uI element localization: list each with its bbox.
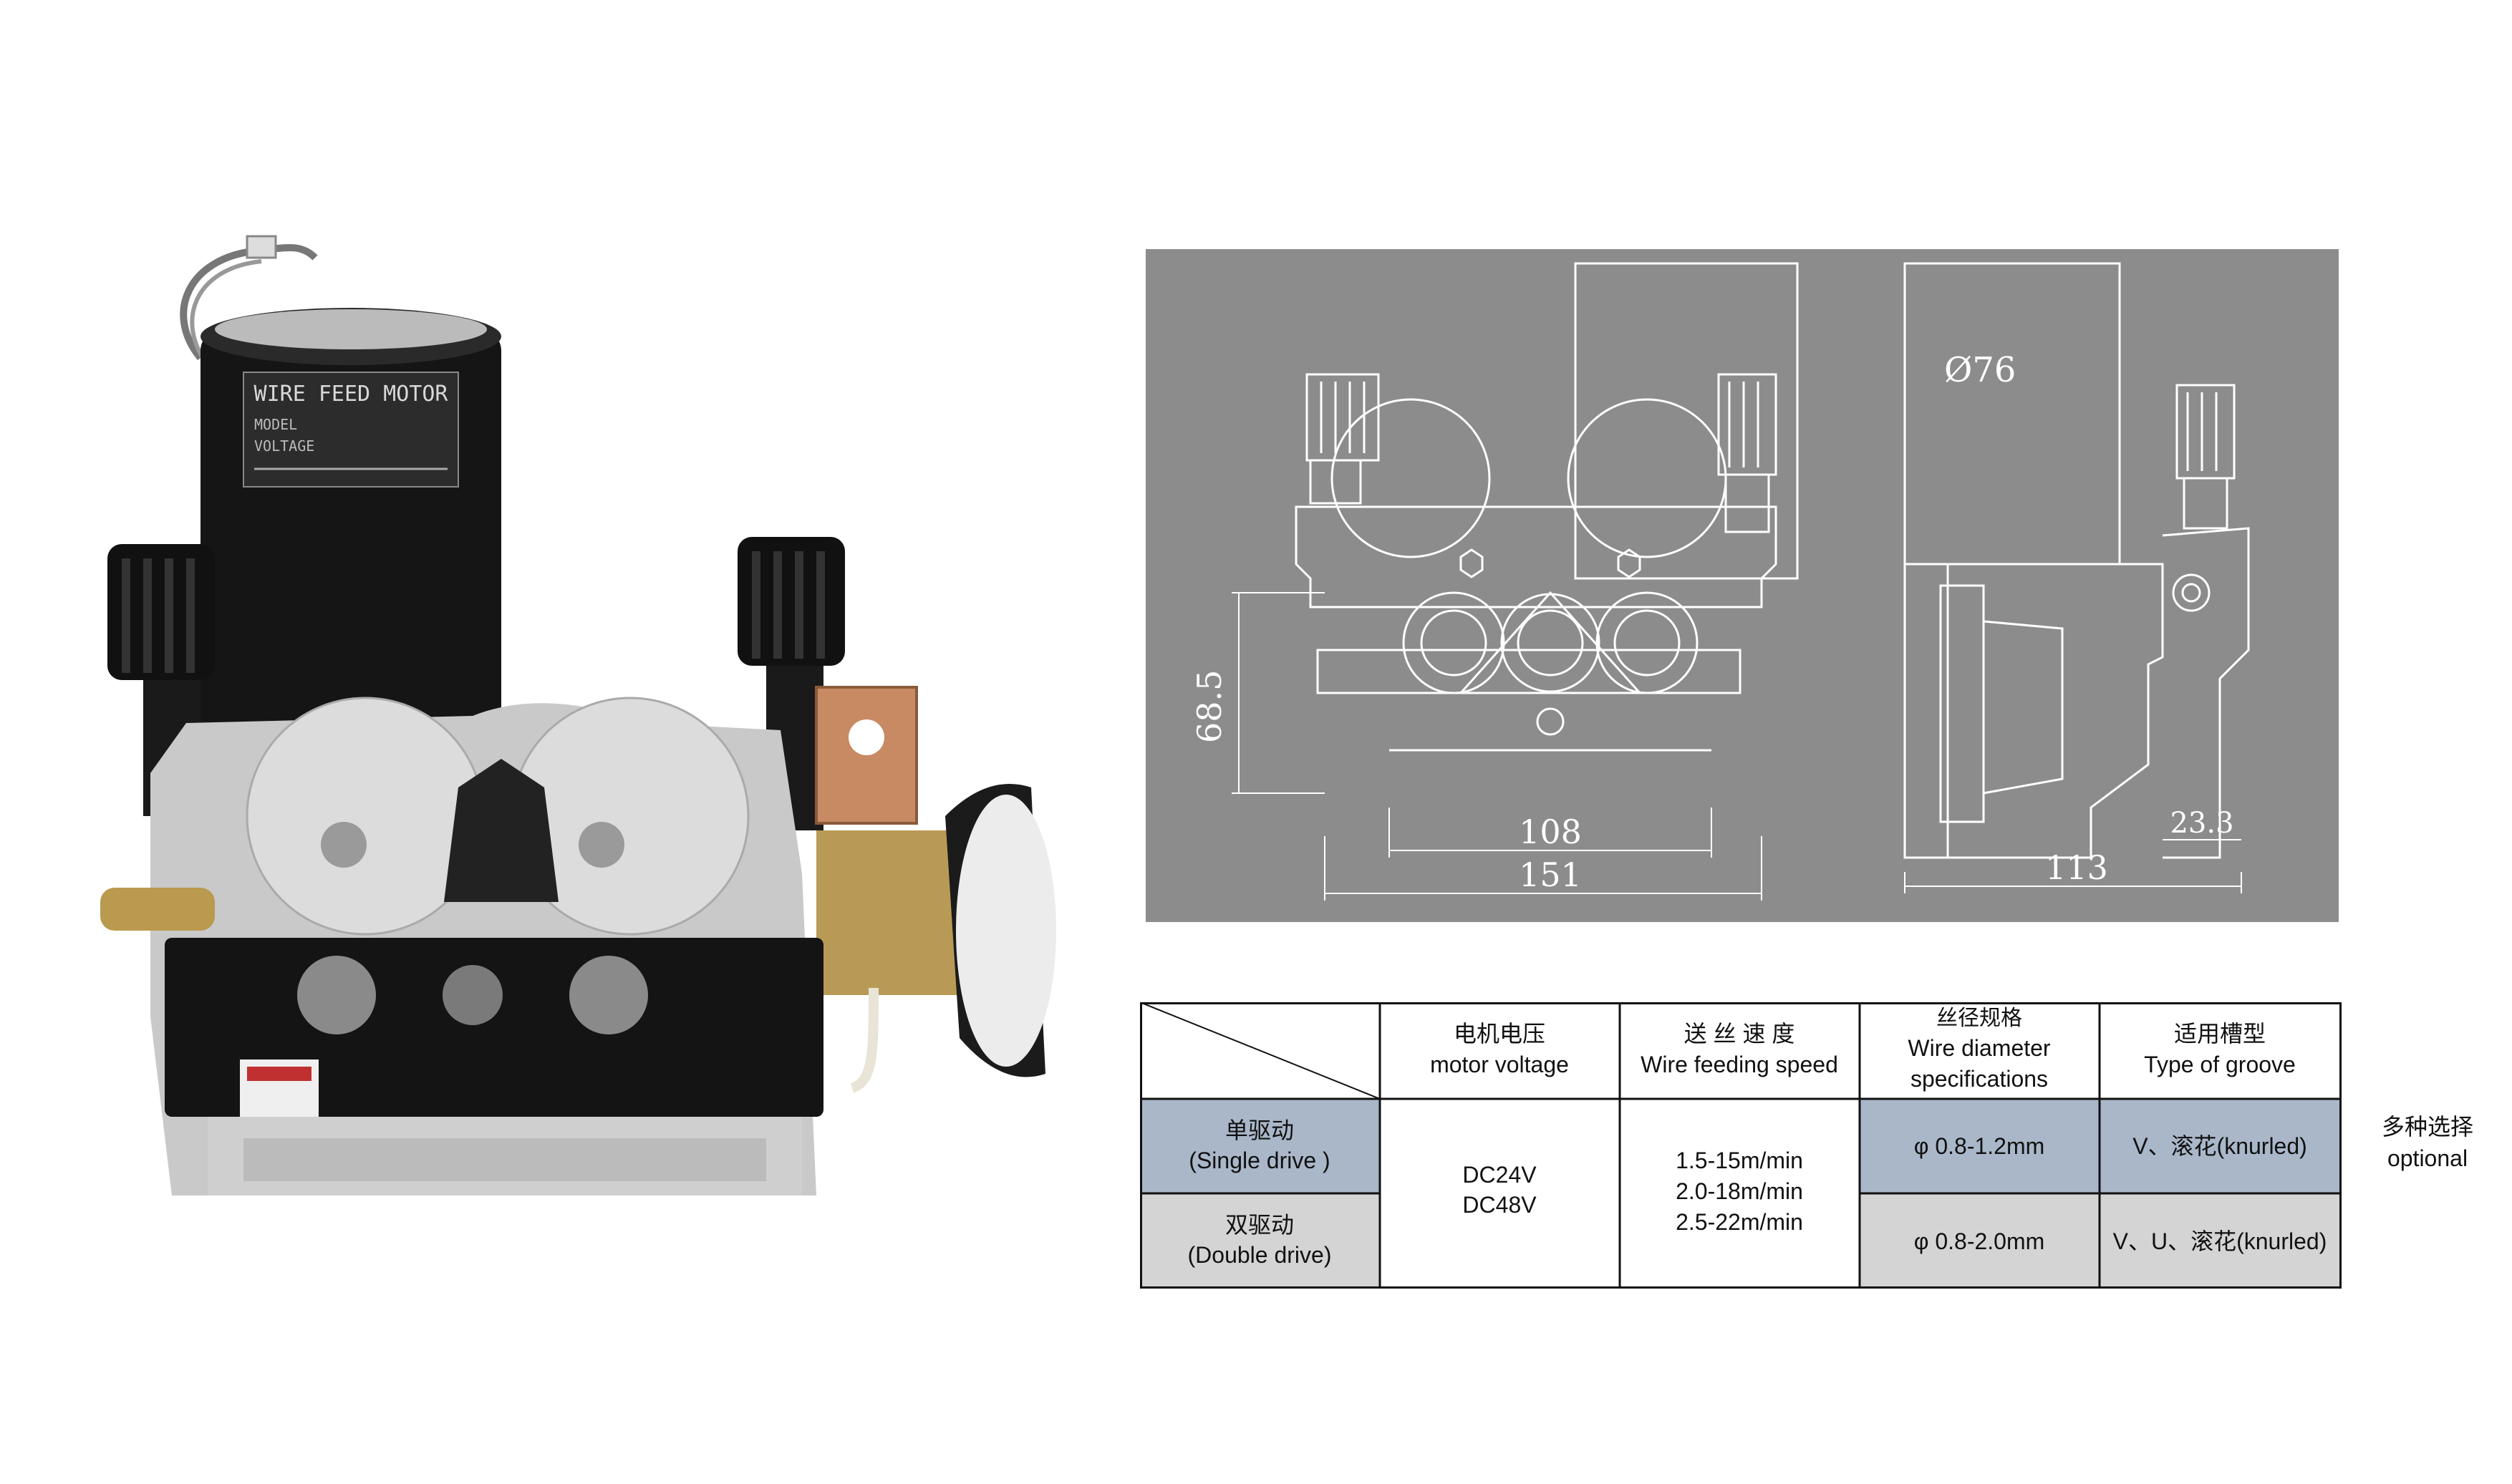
header-voltage-en: motor voltage (1430, 1052, 1569, 1077)
voltage-value: DC24V (1462, 1162, 1537, 1188)
header-voltage-cn: 电机电压 (1454, 1021, 1545, 1047)
double-drive-label-cell (1140, 1193, 1380, 1289)
single-diameter: φ 0.8-1.2mm (1914, 1133, 2045, 1159)
dim-diameter-label: Ø76 (1944, 350, 2016, 390)
dim-depth-label: 113 (2045, 848, 2108, 887)
spec-table: 电机电压 motor voltage 送 丝 速 度 Wire feeding … (1140, 1002, 2342, 1289)
single-drive-label-cell (1140, 1099, 1380, 1193)
outlet-block (816, 830, 960, 995)
speed-value: 2.5-22m/min (1676, 1209, 1803, 1235)
dim-offset-label: 23.3 (2170, 807, 2233, 840)
row-single-cn: 单驱动 (1225, 1117, 1294, 1143)
optional-note-cn: 多种选择 (2381, 1114, 2473, 1140)
dim-outer-width-label: 151 (1519, 855, 1582, 894)
header-groove-cn: 适用槽型 (2174, 1021, 2266, 1047)
motor-label-model: MODEL (254, 416, 297, 433)
inlet-guide (100, 888, 215, 931)
dim-inner-width-label: 108 (1519, 813, 1582, 851)
double-groove: V、U、滚花(knurled) (2113, 1228, 2327, 1254)
single-groove: V、滚花(knurled) (2132, 1133, 2307, 1159)
optional-note-en: optional (2387, 1145, 2468, 1171)
row-double-en: (Double drive) (1188, 1242, 1332, 1268)
motor-label-voltage: VOLTAGE (254, 437, 314, 455)
header-speed-cn: 送 丝 速 度 (1684, 1021, 1795, 1047)
dim-height-label: 68.5 (1190, 670, 1229, 743)
front-cover (165, 938, 823, 1138)
optional-note: 多种选择 optional (2356, 1111, 2499, 1174)
header-diameter-en2: specifications (1910, 1066, 2048, 1092)
left-tension-knob (107, 544, 215, 816)
row-single-en: (Single drive ) (1189, 1148, 1330, 1173)
dimension-drawing: Ø76 68.5 108 151 113 23.3 (1146, 249, 2339, 922)
header-diameter-en: Wire diameter (1908, 1035, 2051, 1061)
double-diameter: φ 0.8-2.0mm (1914, 1228, 2045, 1254)
speed-value: 2.0-18m/min (1676, 1178, 1803, 1204)
voltage-value: DC48V (1462, 1192, 1537, 1218)
header-groove-en: Type of groove (2144, 1052, 2296, 1077)
product-photo: WIRE FEED MOTOR MODEL VOLTAGE (100, 235, 1056, 1196)
speed-value: 1.5-15m/min (1676, 1148, 1803, 1173)
header-speed-en: Wire feeding speed (1641, 1052, 1838, 1077)
motor-label-title: WIRE FEED MOTOR (254, 382, 449, 407)
header-diameter-cn: 丝径规格 (1936, 1007, 2022, 1030)
motor-label: WIRE FEED MOTOR MODEL VOLTAGE (243, 372, 459, 488)
row-double-cn: 双驱动 (1225, 1212, 1294, 1238)
